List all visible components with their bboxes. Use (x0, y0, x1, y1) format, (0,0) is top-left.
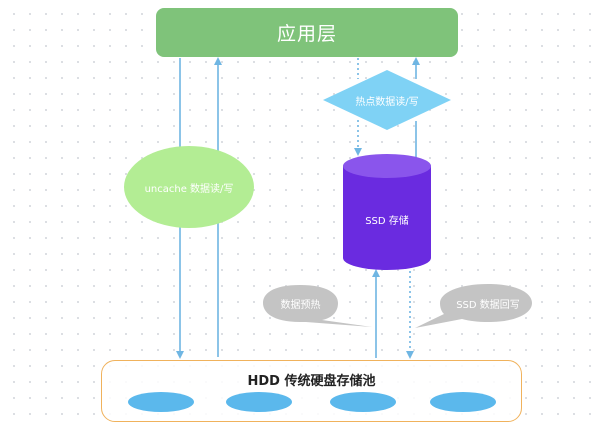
prefetch-bubble (263, 285, 372, 327)
connectors-layer (124, 57, 532, 359)
app-layer-box: 应用层 (156, 8, 458, 57)
ssd-label: SSD 存储 (365, 215, 409, 227)
app-layer-label: 应用层 (276, 23, 337, 45)
hdd-pool-container: HDD 传统硬盘存储池 (101, 360, 522, 422)
storage-tier-diagram: 应用层 热点数据读/写 uncache 数据读/写 SSD 存储 数据预热 SS… (101, 8, 532, 422)
hot-data-diamond (323, 70, 451, 130)
hdd-disk (330, 392, 396, 412)
writeback-bubble (415, 284, 532, 328)
uncache-ellipse (124, 146, 254, 228)
writeback-label: SSD 数据回写 (456, 299, 520, 311)
ssd-cylinder (343, 154, 431, 270)
hdd-pool-title: HDD 传统硬盘存储池 (247, 374, 376, 389)
hot-data-label: 热点数据读/写 (355, 96, 419, 108)
hdd-disk (128, 392, 194, 412)
prefetch-label: 数据预热 (280, 299, 321, 311)
hdd-disk (226, 392, 292, 412)
hdd-disk (430, 392, 496, 412)
uncache-label: uncache 数据读/写 (144, 183, 234, 195)
